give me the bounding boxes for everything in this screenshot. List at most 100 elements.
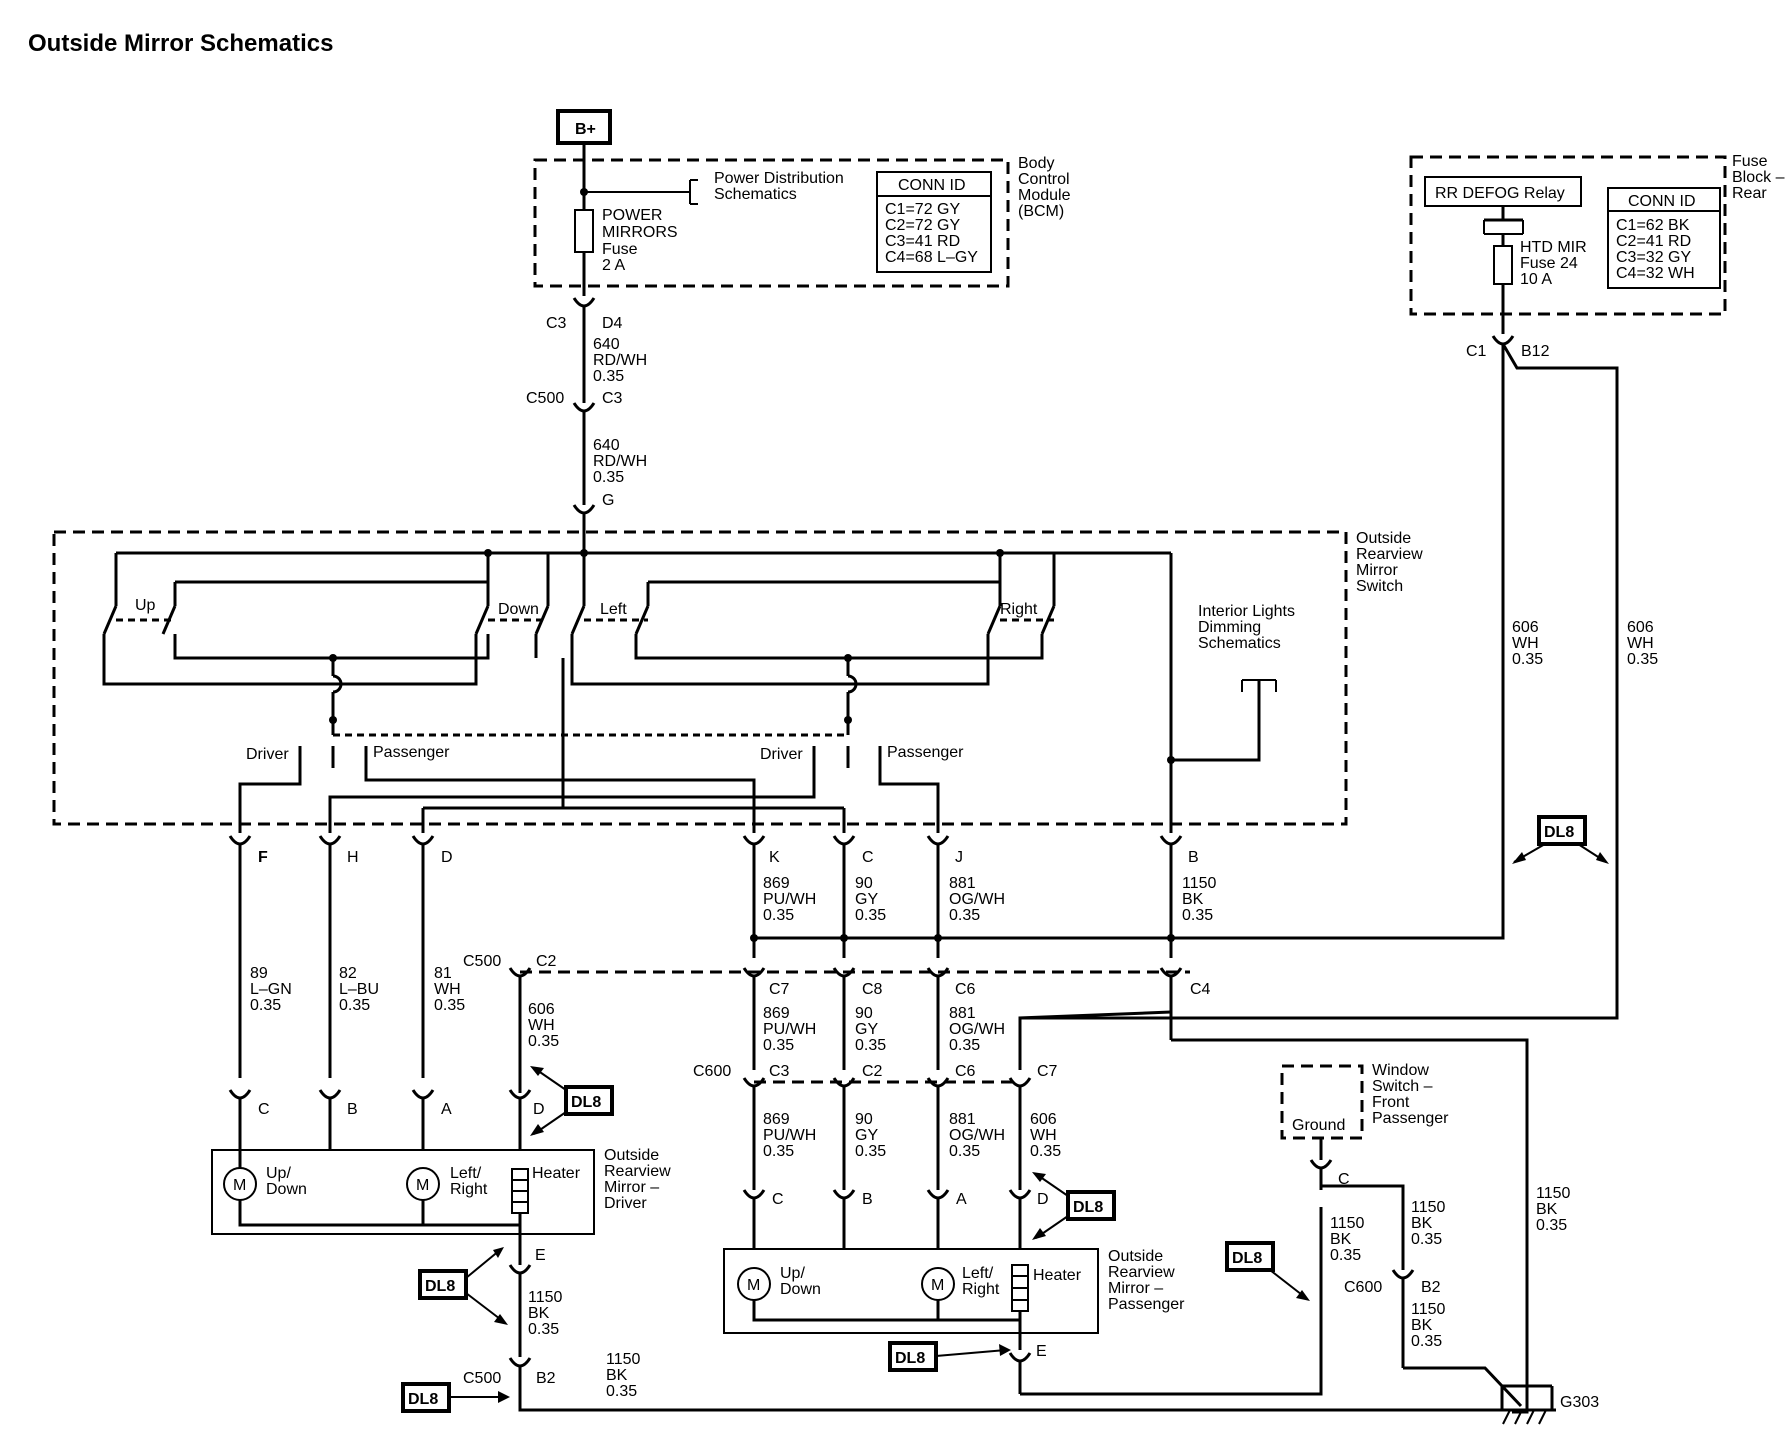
switch-right-label: Right <box>1000 601 1038 618</box>
htd-mir-fuse <box>1493 245 1513 285</box>
passenger-mirror-conn-c: C <box>772 1191 784 1208</box>
connector-j: J <box>955 849 963 866</box>
connector-h: H <box>347 849 359 866</box>
bcm-conn-id-title: CONN ID <box>898 177 966 194</box>
passenger-heater-label: Heater <box>1033 1267 1082 1284</box>
connector-c2: C2 <box>536 953 557 970</box>
connector-b2-b: B2 <box>1421 1279 1441 1296</box>
connector-c7: C7 <box>769 981 790 998</box>
switch-driver-label-2: Driver <box>760 746 803 763</box>
bcm-module-outline <box>533 158 1010 288</box>
rr-defog-relay <box>1424 176 1582 207</box>
connector-c3-b: C3 <box>602 390 623 407</box>
driver-mirror-conn-a: A <box>441 1101 452 1118</box>
dl8-box <box>401 1382 451 1413</box>
passenger-updown-label: Up/Down <box>780 1265 821 1298</box>
connector-b: B <box>1188 849 1199 866</box>
dl8-box <box>418 1269 468 1300</box>
window-switch-conn-c: C <box>1338 1171 1350 1188</box>
connector-c500-c: C500 <box>463 1370 501 1387</box>
driver-mirror-conn-d: D <box>533 1101 545 1118</box>
dl8-box <box>564 1085 614 1116</box>
connector-c500-b: C500 <box>463 953 501 970</box>
connector-b2: B2 <box>536 1370 556 1387</box>
switch-passenger-label-2: Passenger <box>887 744 964 761</box>
driver-leftright-label: Left/Right <box>450 1165 488 1198</box>
driver-mirror-box <box>211 1149 595 1235</box>
connector-d4: D4 <box>602 315 623 332</box>
connector-k: K <box>769 849 780 866</box>
connector-c600-b: C600 <box>1344 1279 1382 1296</box>
rr-defog-relay-label: RR DEFOG Relay <box>1435 185 1565 202</box>
dl8-box <box>888 1341 938 1372</box>
connector-c600: C600 <box>693 1063 731 1080</box>
passenger-leftright-motor-label: M <box>931 1277 944 1294</box>
passenger-updown-motor-label: M <box>747 1277 760 1294</box>
battery-positive-label: B+ <box>575 121 596 138</box>
connector-c8: C8 <box>862 981 883 998</box>
dl8-box <box>1066 1190 1116 1221</box>
driver-mirror-conn-e: E <box>535 1247 546 1264</box>
passenger-leftright-label: Left/Right <box>962 1265 1000 1298</box>
dl8-label: DL8 <box>1073 1199 1103 1216</box>
connector-c2-b: C2 <box>862 1063 883 1080</box>
connector-c6: C6 <box>955 981 976 998</box>
dl8-box <box>1537 815 1587 846</box>
passenger-mirror-conn-b: B <box>862 1191 873 1208</box>
switch-left-label: Left <box>600 601 627 618</box>
driver-leftright-motor-label: M <box>416 1177 429 1194</box>
dl8-label: DL8 <box>571 1094 601 1111</box>
connector-d: D <box>441 849 453 866</box>
dl8-label: DL8 <box>408 1391 438 1408</box>
power-mirrors-fuse <box>574 209 594 253</box>
driver-mirror-conn-b: B <box>347 1101 358 1118</box>
switch-up-label: Up <box>135 597 156 614</box>
passenger-mirror-conn-a: A <box>956 1191 967 1208</box>
switch-passenger-label: Passenger <box>373 744 450 761</box>
connector-f: F <box>258 849 268 866</box>
passenger-mirror-conn-d: D <box>1037 1191 1049 1208</box>
fuse-block-conn-id-title: CONN ID <box>1628 193 1696 210</box>
connector-c: C <box>862 849 874 866</box>
driver-updown-motor-label: M <box>233 1177 246 1194</box>
dl8-label: DL8 <box>425 1278 455 1295</box>
window-switch-ground-label: Ground <box>1292 1117 1345 1134</box>
dl8-box <box>1225 1241 1275 1272</box>
dl8-label: DL8 <box>895 1350 925 1367</box>
connector-g: G <box>602 492 614 509</box>
driver-heater-label: Heater <box>532 1165 581 1182</box>
passenger-mirror-conn-e: E <box>1036 1343 1047 1360</box>
switch-down-label: Down <box>498 601 539 618</box>
